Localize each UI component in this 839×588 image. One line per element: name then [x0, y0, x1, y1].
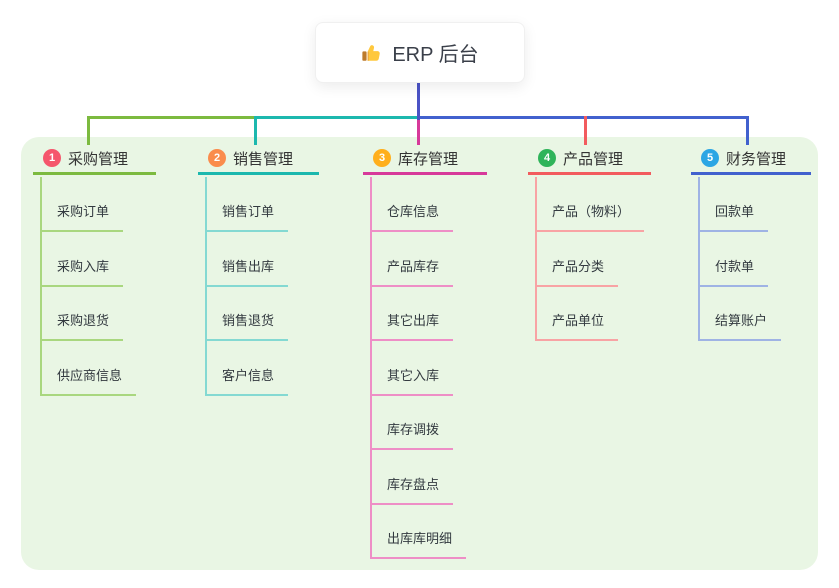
child-node[interactable]: 采购入库	[40, 257, 124, 287]
child-label: 仓库信息	[387, 204, 440, 219]
child-node[interactable]: 其它入库	[370, 366, 454, 396]
child-label: 其它入库	[387, 367, 440, 383]
branch-node[interactable]: 5 财务管理	[691, 144, 811, 175]
root-connector	[417, 82, 420, 120]
branch-number-badge: 4	[538, 149, 556, 167]
child-node[interactable]: 客户信息	[205, 366, 289, 396]
child-label: 采购订单	[57, 204, 110, 219]
branch-label: 库存管理	[398, 150, 459, 168]
branch-number-badge: 2	[208, 149, 226, 167]
child-node[interactable]: 库存盘点	[370, 475, 454, 505]
child-node[interactable]: 销售退货	[205, 311, 289, 341]
child-label: 产品单位	[552, 313, 605, 328]
mindmap-panel	[21, 137, 818, 570]
branch-drop-connector	[87, 116, 90, 145]
child-label: 销售订单	[222, 204, 275, 219]
connector-horizontal	[87, 116, 254, 119]
connector-horizontal	[417, 116, 748, 119]
child-node[interactable]: 采购退货	[40, 311, 124, 341]
child-label: 采购退货	[57, 313, 110, 328]
root-node[interactable]: ERP 后台	[315, 22, 525, 83]
branch-label: 财务管理	[726, 150, 787, 168]
child-node[interactable]: 结算账户	[698, 311, 782, 341]
child-node[interactable]: 产品分类	[535, 257, 619, 287]
branch-trunk-line	[370, 177, 372, 559]
branch-trunk-line	[535, 177, 537, 341]
branch-label: 采购管理	[68, 150, 129, 168]
child-node[interactable]: 仓库信息	[370, 202, 454, 232]
child-node[interactable]: 产品单位	[535, 311, 619, 341]
branch-node[interactable]: 3 库存管理	[363, 144, 487, 175]
branch-trunk-line	[698, 177, 700, 341]
child-node[interactable]: 采购订单	[40, 202, 124, 232]
branch-number-badge: 3	[373, 149, 391, 167]
thumbs-up-icon	[361, 42, 383, 64]
root-label: ERP 后台	[392, 44, 479, 66]
child-label: 采购入库	[57, 258, 110, 274]
child-node[interactable]: 销售出库	[205, 257, 289, 287]
child-node[interactable]: 库存调拨	[370, 420, 454, 450]
child-label: 回款单	[715, 204, 755, 219]
branch-number-badge: 1	[43, 149, 61, 167]
child-label: 客户信息	[222, 367, 275, 383]
child-label: 销售退货	[222, 313, 275, 328]
child-label: 供应商信息	[57, 367, 123, 383]
child-node[interactable]: 产品（物料）	[535, 202, 645, 232]
child-label: 结算账户	[715, 313, 768, 328]
child-label: 产品库存	[387, 258, 440, 274]
child-label: 销售出库	[222, 258, 275, 274]
branch-number-badge: 5	[701, 149, 719, 167]
branch-node[interactable]: 1 采购管理	[33, 144, 156, 175]
branch-drop-connector	[254, 116, 257, 145]
child-node[interactable]: 其它出库	[370, 311, 454, 341]
branch-drop-connector	[746, 116, 749, 145]
child-label: 库存盘点	[387, 476, 440, 492]
child-label: 出库库明细	[387, 531, 453, 546]
child-node[interactable]: 出库库明细	[370, 529, 467, 559]
branch-label: 销售管理	[233, 150, 294, 168]
child-label: 产品分类	[552, 258, 605, 274]
child-label: 付款单	[715, 258, 755, 274]
child-label: 产品（物料）	[552, 204, 631, 219]
branch-node[interactable]: 4 产品管理	[528, 144, 651, 175]
child-node[interactable]: 产品库存	[370, 257, 454, 287]
child-node[interactable]: 销售订单	[205, 202, 289, 232]
child-node[interactable]: 付款单	[698, 257, 769, 287]
branch-drop-connector	[417, 120, 420, 145]
child-label: 其它出库	[387, 313, 440, 328]
child-label: 库存调拨	[387, 422, 440, 437]
branch-node[interactable]: 2 销售管理	[198, 144, 319, 175]
connector-horizontal	[254, 116, 417, 119]
child-node[interactable]: 供应商信息	[40, 366, 137, 396]
branch-label: 产品管理	[563, 150, 624, 168]
branch-drop-connector	[584, 116, 587, 145]
child-node[interactable]: 回款单	[698, 202, 769, 232]
